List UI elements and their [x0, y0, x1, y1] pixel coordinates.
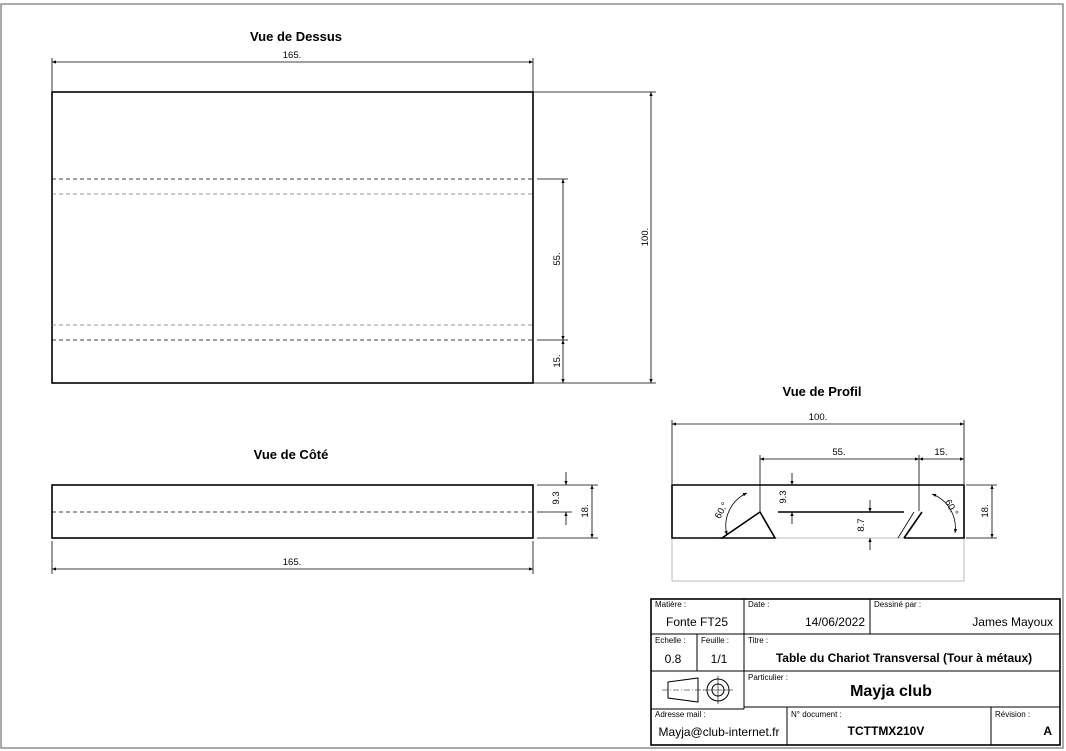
- dim-side-height: 18.: [580, 504, 591, 517]
- dim-top-width: 100.: [640, 228, 651, 247]
- profile-view-title: Vue de Profil: [783, 384, 862, 399]
- feuille-label: Feuille :: [701, 636, 729, 645]
- profile-view: Vue de Profil 10: [671, 384, 997, 582]
- adresse-label: Adresse mail :: [655, 710, 706, 719]
- echelle-label: Echelle :: [655, 636, 686, 645]
- top-view: Vue de Dessus 165. 100. 55. 15.: [51, 29, 656, 384]
- dim-profile-width: 100.: [809, 412, 828, 423]
- titre-label: Titre :: [748, 636, 768, 645]
- title-block-frame: [650, 598, 1061, 746]
- side-view-outline: [51, 484, 534, 539]
- dim-side-depth: 9.3: [551, 491, 562, 504]
- dim-profile-slot: 55.: [832, 447, 845, 458]
- construction-outline: [671, 537, 965, 582]
- dim-profile-offset: 15.: [934, 447, 947, 458]
- dessine-value: James Mayoux: [972, 615, 1053, 629]
- dim-top-length: 165.: [283, 50, 302, 61]
- right-groove-edge: [903, 511, 923, 539]
- date-value: 14/06/2022: [805, 615, 865, 629]
- section-hint: [897, 511, 915, 539]
- top-view-title: Vue de Dessus: [250, 29, 342, 44]
- matiere-label: Matière :: [655, 600, 686, 609]
- top-view-outline: [51, 91, 534, 384]
- dim-side-length: 165.: [283, 557, 302, 568]
- document-value: TCTTMX210V: [848, 724, 925, 738]
- dim-profile-angle-right: 60.°: [942, 498, 960, 518]
- dim-profile-height: 18.: [980, 504, 991, 517]
- dim-top-slot: 55.: [552, 252, 563, 265]
- dim-top-offset: 15.: [552, 354, 563, 367]
- dim-profile-rail: 8.7: [856, 518, 867, 531]
- titre-value: Table du Chariot Transversal (Tour à mét…: [776, 651, 1032, 665]
- angle-arc-right: [931, 493, 958, 534]
- adresse-value: Mayja@club-internet.fr: [659, 725, 780, 739]
- title-block: Matière : Fonte FT25 Date : 14/06/2022 D…: [650, 598, 1061, 746]
- side-view: Vue de Côté 9.3 18. 165.: [51, 447, 598, 574]
- revision-label: Révision :: [995, 710, 1030, 719]
- dim-profile-angle-left: 60.°: [713, 500, 731, 520]
- dim-profile-depth: 9.3: [778, 490, 789, 503]
- profile-outer-edge: [671, 484, 965, 539]
- particulier-label: Particulier :: [748, 673, 788, 682]
- echelle-value: 0.8: [665, 652, 682, 666]
- first-angle-projection-icon: [662, 676, 733, 704]
- particulier-value: Mayja club: [850, 683, 932, 700]
- angle-arc-left: [724, 492, 748, 536]
- revision-value: A: [1043, 724, 1052, 738]
- matiere-value: Fonte FT25: [666, 615, 728, 629]
- document-label: N° document :: [791, 710, 842, 719]
- date-label: Date :: [748, 600, 769, 609]
- dessine-label: Dessiné par :: [874, 600, 921, 609]
- side-view-title: Vue de Côté: [254, 447, 329, 462]
- feuille-value: 1/1: [711, 652, 728, 666]
- sheet-border: [0, 3, 1064, 749]
